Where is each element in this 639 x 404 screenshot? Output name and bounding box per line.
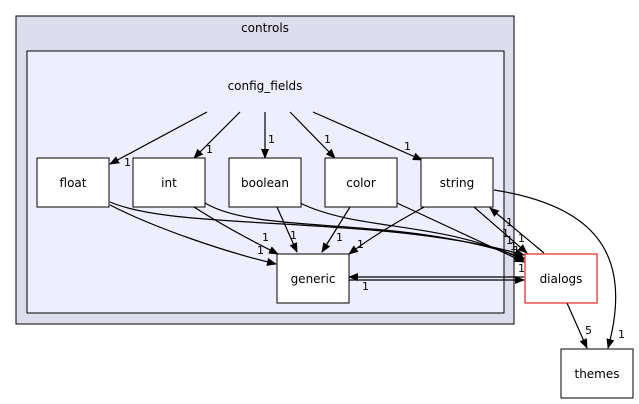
node-color[interactable]: color: [324, 157, 398, 208]
node-float[interactable]: float: [36, 157, 110, 208]
node-int-label: int: [161, 176, 177, 190]
edge-label-int-to-generic: 1: [262, 231, 269, 244]
edge-label-boolean-to-generic: 1: [290, 229, 297, 242]
edge-dialogs-to-string: [489, 207, 545, 254]
nodes: float int boolean color string generic d…: [36, 157, 634, 399]
edge-label-float-to-generic: 1: [257, 244, 264, 257]
edge-config-fields-to-float: [109, 111, 208, 165]
edge-float-to-generic: [109, 204, 277, 266]
node-generic[interactable]: generic: [276, 253, 350, 304]
edge-config-fields-to-color: [289, 111, 336, 159]
node-themes-label: themes: [574, 367, 619, 381]
node-themes[interactable]: themes: [560, 348, 634, 399]
edge-label-int-to-dialogs: 1: [506, 234, 513, 247]
edge-label-dialogs-to-string: 1: [506, 216, 513, 229]
edge-config-fields-to-string: [312, 111, 423, 161]
edges: 1 1 1 1 1 1 1 1 1 1 1 1: [109, 111, 625, 349]
node-int[interactable]: int: [132, 157, 206, 208]
cluster-controls-label: controls: [241, 21, 289, 35]
edge-label-color-to-generic: 1: [336, 231, 343, 244]
node-color-label: color: [346, 176, 376, 190]
cluster-config-fields-label: config_fields: [228, 79, 303, 93]
edge-int-to-generic: [193, 206, 279, 255]
edge-int-to-dialogs: [204, 202, 525, 259]
edge-label-boolean-to-dialogs: 1: [510, 240, 517, 253]
edge-string-to-generic: [348, 204, 429, 255]
edge-label-color-to-dialogs: 1: [513, 244, 520, 257]
node-dialogs[interactable]: dialogs: [524, 253, 598, 304]
node-boolean[interactable]: boolean: [228, 157, 302, 208]
edge-label-config-fields-to-boolean: 1: [268, 133, 275, 146]
edge-label-config-fields-to-color: 1: [324, 133, 331, 146]
edge-label-dialogs-to-themes: 5: [585, 324, 592, 337]
edge-string-to-dialogs: [473, 206, 528, 254]
edge-label-config-fields-to-string: 1: [404, 140, 411, 153]
node-generic-label: generic: [291, 272, 336, 286]
edge-label-config-fields-to-float: 1: [124, 156, 131, 169]
edge-boolean-to-generic: [276, 206, 298, 253]
node-float-label: float: [60, 176, 87, 190]
edge-config-fields-to-int: [193, 111, 241, 159]
edge-label-string-to-themes: 1: [618, 328, 625, 341]
edge-color-to-dialogs: [396, 202, 525, 263]
node-boolean-label: boolean: [241, 176, 289, 190]
edge-label-dialogs-to-generic: 1: [362, 280, 369, 293]
node-string[interactable]: string: [420, 157, 494, 208]
edge-string-to-themes: [493, 189, 617, 349]
edge-label-config-fields-to-int: 1: [206, 143, 213, 156]
node-dialogs-label: dialogs: [540, 272, 583, 286]
edge-label-string-to-dialogs: 1: [518, 232, 525, 245]
edge-label-generic-to-dialogs: 1: [518, 262, 525, 275]
edge-color-to-generic: [321, 206, 351, 253]
edge-label-string-to-generic: 1: [357, 238, 364, 251]
node-string-label: string: [440, 176, 474, 190]
edge-label-float-to-dialogs: 1: [502, 227, 509, 240]
edge-dialogs-to-themes: [566, 302, 588, 349]
